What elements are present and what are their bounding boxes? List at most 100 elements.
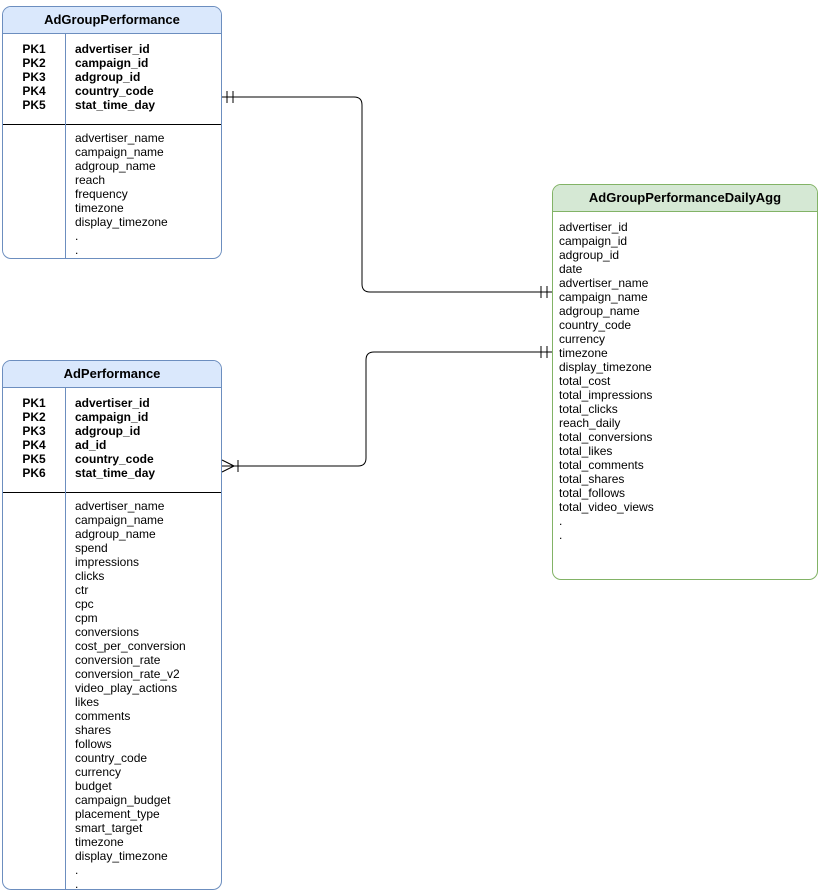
pk-row: PK4 ad_id (3, 438, 221, 452)
field-row: cpm (3, 611, 221, 625)
pk-field-name: stat_time_day (75, 466, 156, 480)
field-row: adgroup_name (3, 527, 221, 541)
pk-row: PK2 campaign_id (3, 410, 221, 424)
field-name: . (75, 229, 79, 243)
pk-key: PK5 (22, 98, 46, 112)
field-row: adgroup_name (553, 304, 817, 318)
field-row: campaign_budget (3, 793, 221, 807)
field-name: conversion_rate_v2 (75, 667, 180, 681)
field-name: impressions (75, 555, 140, 569)
field-name: video_play_actions (75, 681, 178, 695)
field-name: advertiser_id (559, 220, 628, 234)
pk-row: PK5 stat_time_day (3, 98, 221, 112)
field-row: comments (3, 709, 221, 723)
relationship-line[interactable] (234, 351, 552, 467)
field-name: advertiser_name (559, 276, 649, 290)
field-name: total_conversions (559, 430, 653, 444)
pk-key: PK4 (22, 84, 46, 98)
pk-key: PK2 (22, 410, 46, 424)
field-name: conversion_rate (75, 653, 161, 667)
field-row: currency (3, 765, 221, 779)
field-name: date (559, 262, 583, 276)
field-row: display_timezone (553, 360, 817, 374)
pk-field-name: country_code (75, 452, 154, 466)
field-name: country_code (559, 318, 632, 332)
field-row: ctr (3, 583, 221, 597)
field-name: total_clicks (559, 402, 618, 416)
table-adgroup-performance-daily-agg[interactable]: AdGroupPerformanceDailyAgg advertiser_id… (552, 184, 818, 580)
section-divider (3, 124, 221, 125)
section-divider (3, 492, 221, 493)
field-name: ctr (75, 583, 89, 597)
field-name: advertiser_name (75, 499, 165, 513)
field-row: total_clicks (553, 402, 817, 416)
field-name: placement_type (75, 807, 160, 821)
pk-column-divider (65, 34, 66, 258)
pk-key: PK2 (22, 56, 46, 70)
field-row: follows (3, 737, 221, 751)
field-row: spend (3, 541, 221, 555)
pk-section: PK1 advertiser_id PK2 campaign_id PK3 ad… (3, 34, 221, 124)
field-name: total_follows (559, 486, 626, 500)
pk-field-name: stat_time_day (75, 98, 156, 112)
field-row: adgroup_name (3, 159, 221, 173)
field-row: likes (3, 695, 221, 709)
field-name: cost_per_conversion (75, 639, 186, 653)
pk-field-name: country_code (75, 84, 154, 98)
field-name: conversions (75, 625, 140, 639)
relationship-adgroupperformance-to-dailyagg[interactable] (222, 91, 552, 298)
field-row: campaign_name (3, 513, 221, 527)
field-name: total_shares (559, 472, 625, 486)
field-row: timezone (553, 346, 817, 360)
field-name: . (75, 243, 79, 257)
table-title: AdGroupPerformance (3, 7, 221, 34)
pk-field-name: advertiser_id (75, 396, 150, 410)
relationship-adperformance-to-dailyagg[interactable] (221, 346, 552, 473)
field-row: advertiser_id (553, 220, 817, 234)
table-title: AdGroupPerformanceDailyAgg (553, 185, 817, 212)
field-row: clicks (3, 569, 221, 583)
field-row: . (3, 863, 221, 877)
pk-field-name: ad_id (75, 438, 107, 452)
cardinality-one-marker (540, 346, 548, 358)
pk-key: PK6 (22, 466, 46, 480)
field-row: conversion_rate (3, 653, 221, 667)
crows-foot-many-marker (221, 459, 239, 473)
table-ad-performance[interactable]: AdPerformance PK1 advertiser_id PK2 camp… (2, 360, 222, 890)
field-row: total_comments (553, 458, 817, 472)
field-row: display_timezone (3, 215, 221, 229)
fields-section: advertiser_id campaign_id adgroup_id dat… (553, 212, 817, 548)
cardinality-one-marker (226, 91, 234, 103)
field-name: comments (75, 709, 131, 723)
field-name: display_timezone (75, 215, 168, 229)
pk-row: PK5 country_code (3, 452, 221, 466)
field-row: total_likes (553, 444, 817, 458)
field-row: total_shares (553, 472, 817, 486)
fields-section: advertiser_name campaign_name adgroup_na… (3, 125, 221, 258)
pk-row: PK3 adgroup_id (3, 424, 221, 438)
field-row: frequency (3, 187, 221, 201)
field-name: adgroup_name (75, 527, 156, 541)
relationship-line[interactable] (222, 96, 552, 293)
field-row: . (553, 528, 817, 542)
field-name: spend (75, 541, 108, 555)
field-row: date (553, 262, 817, 276)
pk-row: PK1 advertiser_id (3, 396, 221, 410)
field-row: conversions (3, 625, 221, 639)
pk-row: PK1 advertiser_id (3, 42, 221, 56)
field-name: campaign_budget (75, 793, 171, 807)
field-row: smart_target (3, 821, 221, 835)
field-name: currency (559, 332, 606, 346)
field-row: impressions (3, 555, 221, 569)
field-name: total_comments (559, 458, 644, 472)
table-adgroup-performance[interactable]: AdGroupPerformance PK1 advertiser_id PK2… (2, 6, 222, 259)
pk-field-name: advertiser_id (75, 42, 150, 56)
field-row: shares (3, 723, 221, 737)
field-name: country_code (75, 751, 148, 765)
field-name: total_cost (559, 374, 611, 388)
cardinality-one-marker (540, 286, 548, 298)
field-row: video_play_actions (3, 681, 221, 695)
field-name: smart_target (75, 821, 143, 835)
field-name: display_timezone (75, 849, 168, 863)
field-row: cost_per_conversion (3, 639, 221, 653)
